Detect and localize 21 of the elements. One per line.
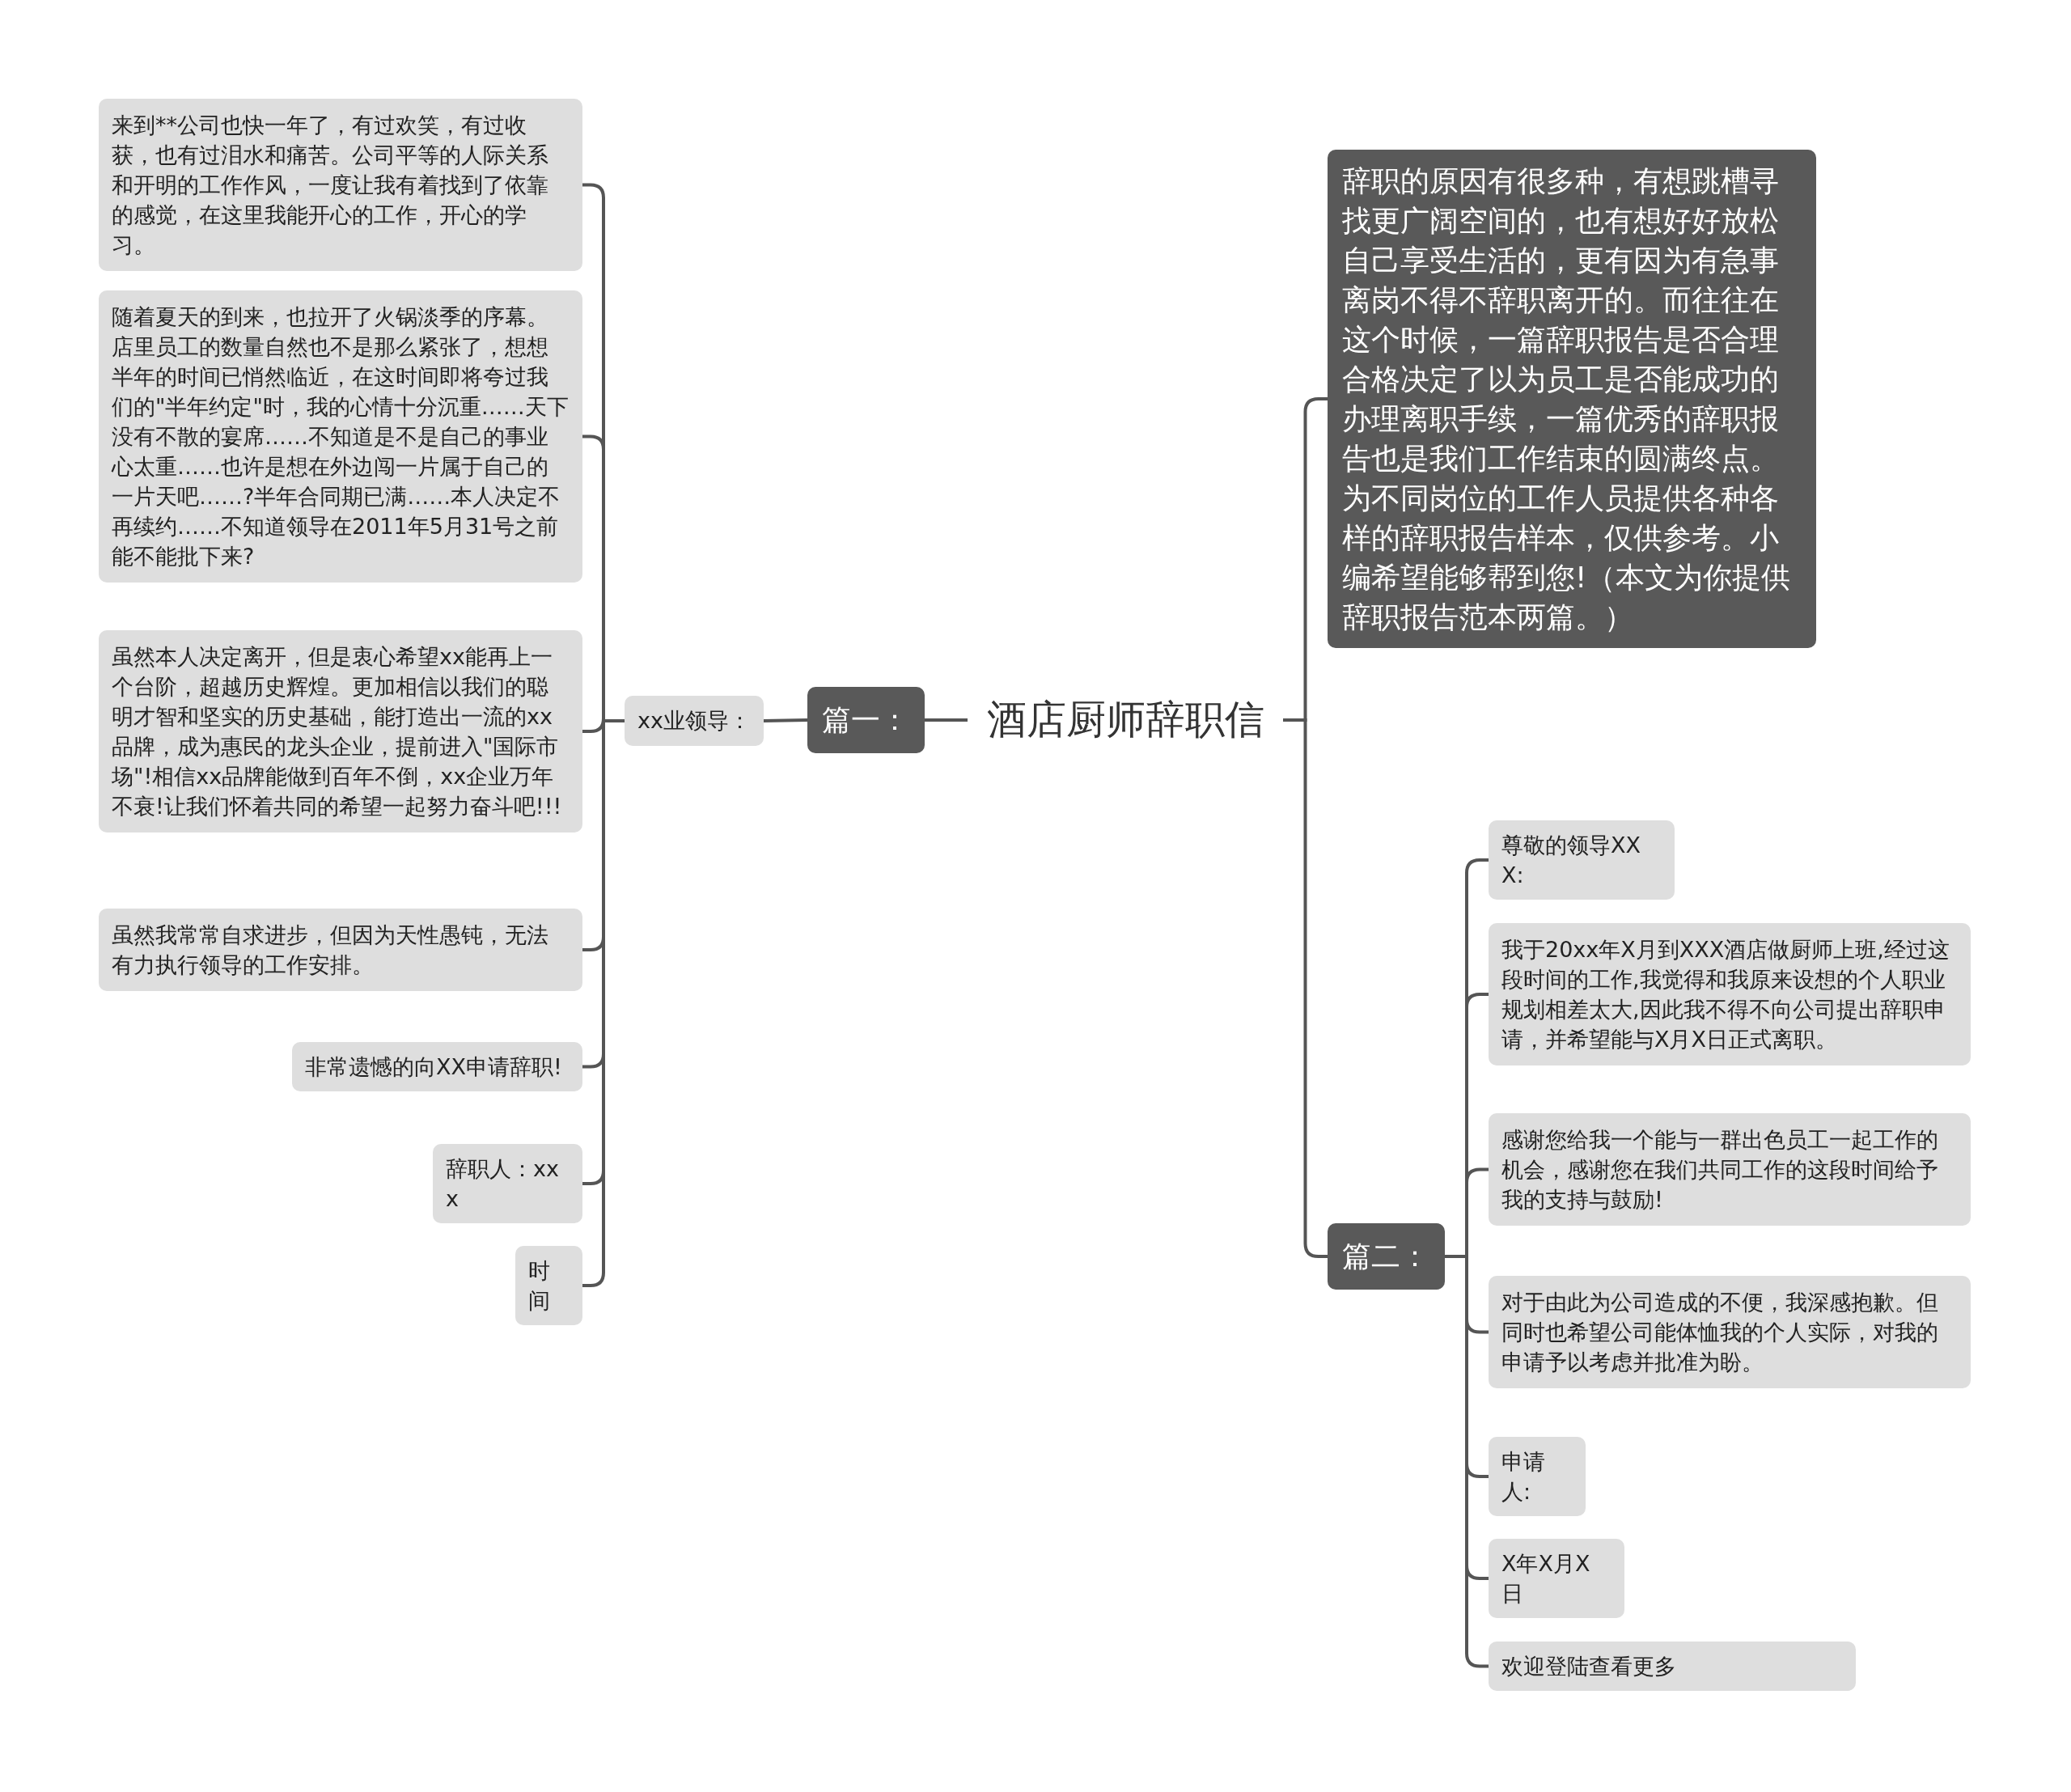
connector-line — [925, 718, 968, 722]
note-box: 非常遗憾的向XX申请辞职! — [292, 1042, 582, 1091]
note-box: 感谢您给我一个能与一群出色员工一起工作的机会，感谢您在我们共同工作的这段时间给予我的支持与鼓励! — [1489, 1113, 1971, 1226]
note-box: xx业领导： — [625, 696, 764, 746]
note-box: 申请人: — [1489, 1437, 1586, 1516]
note-box: 来到**公司也快一年了，有过欢笑，有过收获，也有过泪水和痛苦。公司平等的人际关系和开明的工作作风，一度让我有着找到了依靠的感觉，在这里我能开心的工作，开心的学习。 — [99, 99, 582, 271]
note-box: 我于20xx年X月到XXX酒店做厨师上班,经过这段时间的工作,我觉得和我原来设想的个人职业规划相差太大,因此我不得不向公司提出辞职申请，并希望能与X月X日正式离职。 — [1489, 923, 1971, 1065]
topic-box: 篇二： — [1328, 1223, 1445, 1290]
topic-box: 辞职的原因有很多种，有想跳槽寻找更广阔空间的，也有想好好放松自己享受生活的，更有因为有急事离岗不得不辞职离开的。而往往在这个时候，一篇辞职报告是否合理合格决定了以为员工是否能成功的办理离职手续，一篇优秀的辞职报告也是我们工作结束的圆满终点。为不同岗位的工作人员提供各种各样的辞职报告样本，仅供参考。小编希望能够帮到您!（本文为你提供辞职报告范本两篇。） — [1328, 150, 1816, 648]
connector-line — [1445, 1255, 1489, 1668]
note-box: 虽然本人决定离开，但是衷心希望xx能再上一个台阶，超越历史辉煌。更加相信以我们的聪明才智和坚实的历史基础，能打造出一流的xx品牌，成为惠民的龙头企业，提前进入"国际市场"!相信xx品牌能做到百年不倒，xx企业万年不衰!让我们怀着共同的希望一起努力奋斗吧!!! — [99, 630, 582, 832]
note-box: 尊敬的领导XXX: — [1489, 820, 1675, 900]
note-box: 虽然我常常自求进步，但因为天性愚钝，无法有力执行领导的工作安排。 — [99, 909, 582, 991]
note-box: 时间 — [515, 1246, 582, 1325]
note-box: X年X月X日 — [1489, 1539, 1624, 1618]
note-box: 欢迎登陆查看更多 — [1489, 1642, 1856, 1691]
note-box: 对于由此为公司造成的不便，我深感抱歉。但同时也希望公司能体恤我的个人实际，对我的申请予以考虑并批准为盼。 — [1489, 1276, 1971, 1388]
note-box: 辞职人：xxx — [433, 1144, 582, 1223]
note-box: 随着夏天的到来，也拉开了火锅淡季的序幕。店里员工的数量自然也不是那么紧张了，想想半年的时间已悄然临近，在这时间即将夸过我们的"半年约定"时，我的心情十分沉重……天下没有不散的宴席……不知道是不是自己的事业心太重……也许是想在外边闯一片属于自己的一片天吧……?半年合同期已满……本人决定不再续约……不知道领导在2011年5月31号之前能不能批下来? — [99, 290, 582, 583]
topic-box: 篇一： — [807, 687, 925, 753]
connector-line — [763, 718, 808, 722]
